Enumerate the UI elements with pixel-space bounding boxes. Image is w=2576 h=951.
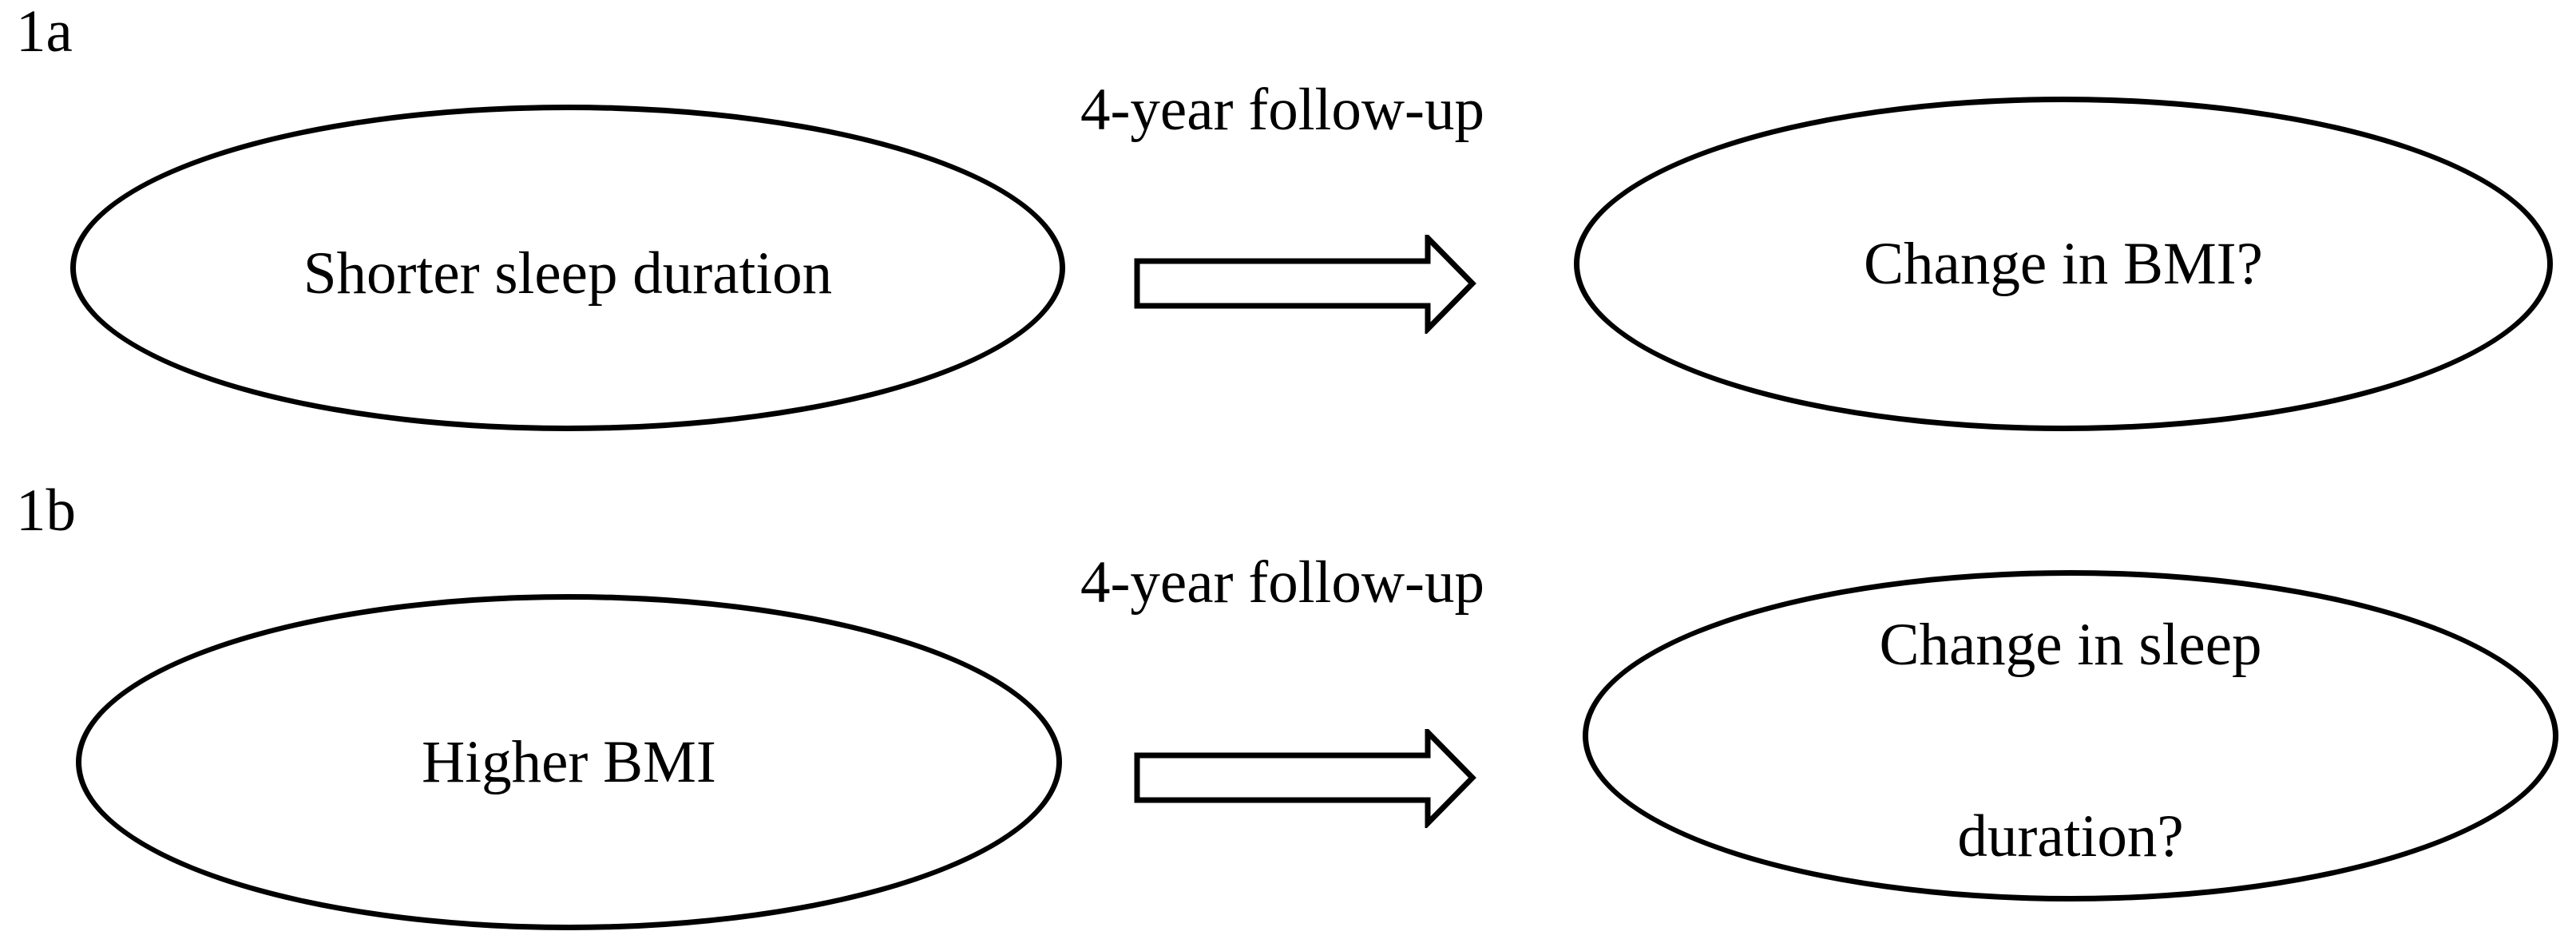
- ellipse-shorter-sleep-duration: Shorter sleep duration: [70, 105, 1065, 431]
- ellipse-text: Change in BMI?: [1864, 230, 2263, 297]
- ellipse-change-in-bmi: Change in BMI?: [1574, 97, 2553, 431]
- block-arrow-right-icon: [1134, 235, 1476, 334]
- ellipse-text-line1: Change in sleep: [1879, 611, 2262, 678]
- arrow-label-follow-up-1b: 4-year follow-up: [1080, 549, 1485, 616]
- panel-label-1b: 1b: [16, 477, 76, 544]
- arrow-label-follow-up-1a: 4-year follow-up: [1080, 77, 1485, 143]
- ellipse-text-line2: duration?: [1957, 802, 2184, 870]
- ellipse-change-in-sleep-duration: Change in sleep duration?: [1583, 570, 2558, 901]
- ellipse-text: Higher BMI: [422, 728, 716, 795]
- ellipse-text: Change in sleep duration?: [1879, 492, 2261, 951]
- block-arrow-right-icon: [1134, 729, 1476, 828]
- panel-label-1a: 1a: [16, 0, 73, 65]
- ellipse-text: Shorter sleep duration: [303, 240, 833, 307]
- ellipse-higher-bmi: Higher BMI: [76, 594, 1062, 930]
